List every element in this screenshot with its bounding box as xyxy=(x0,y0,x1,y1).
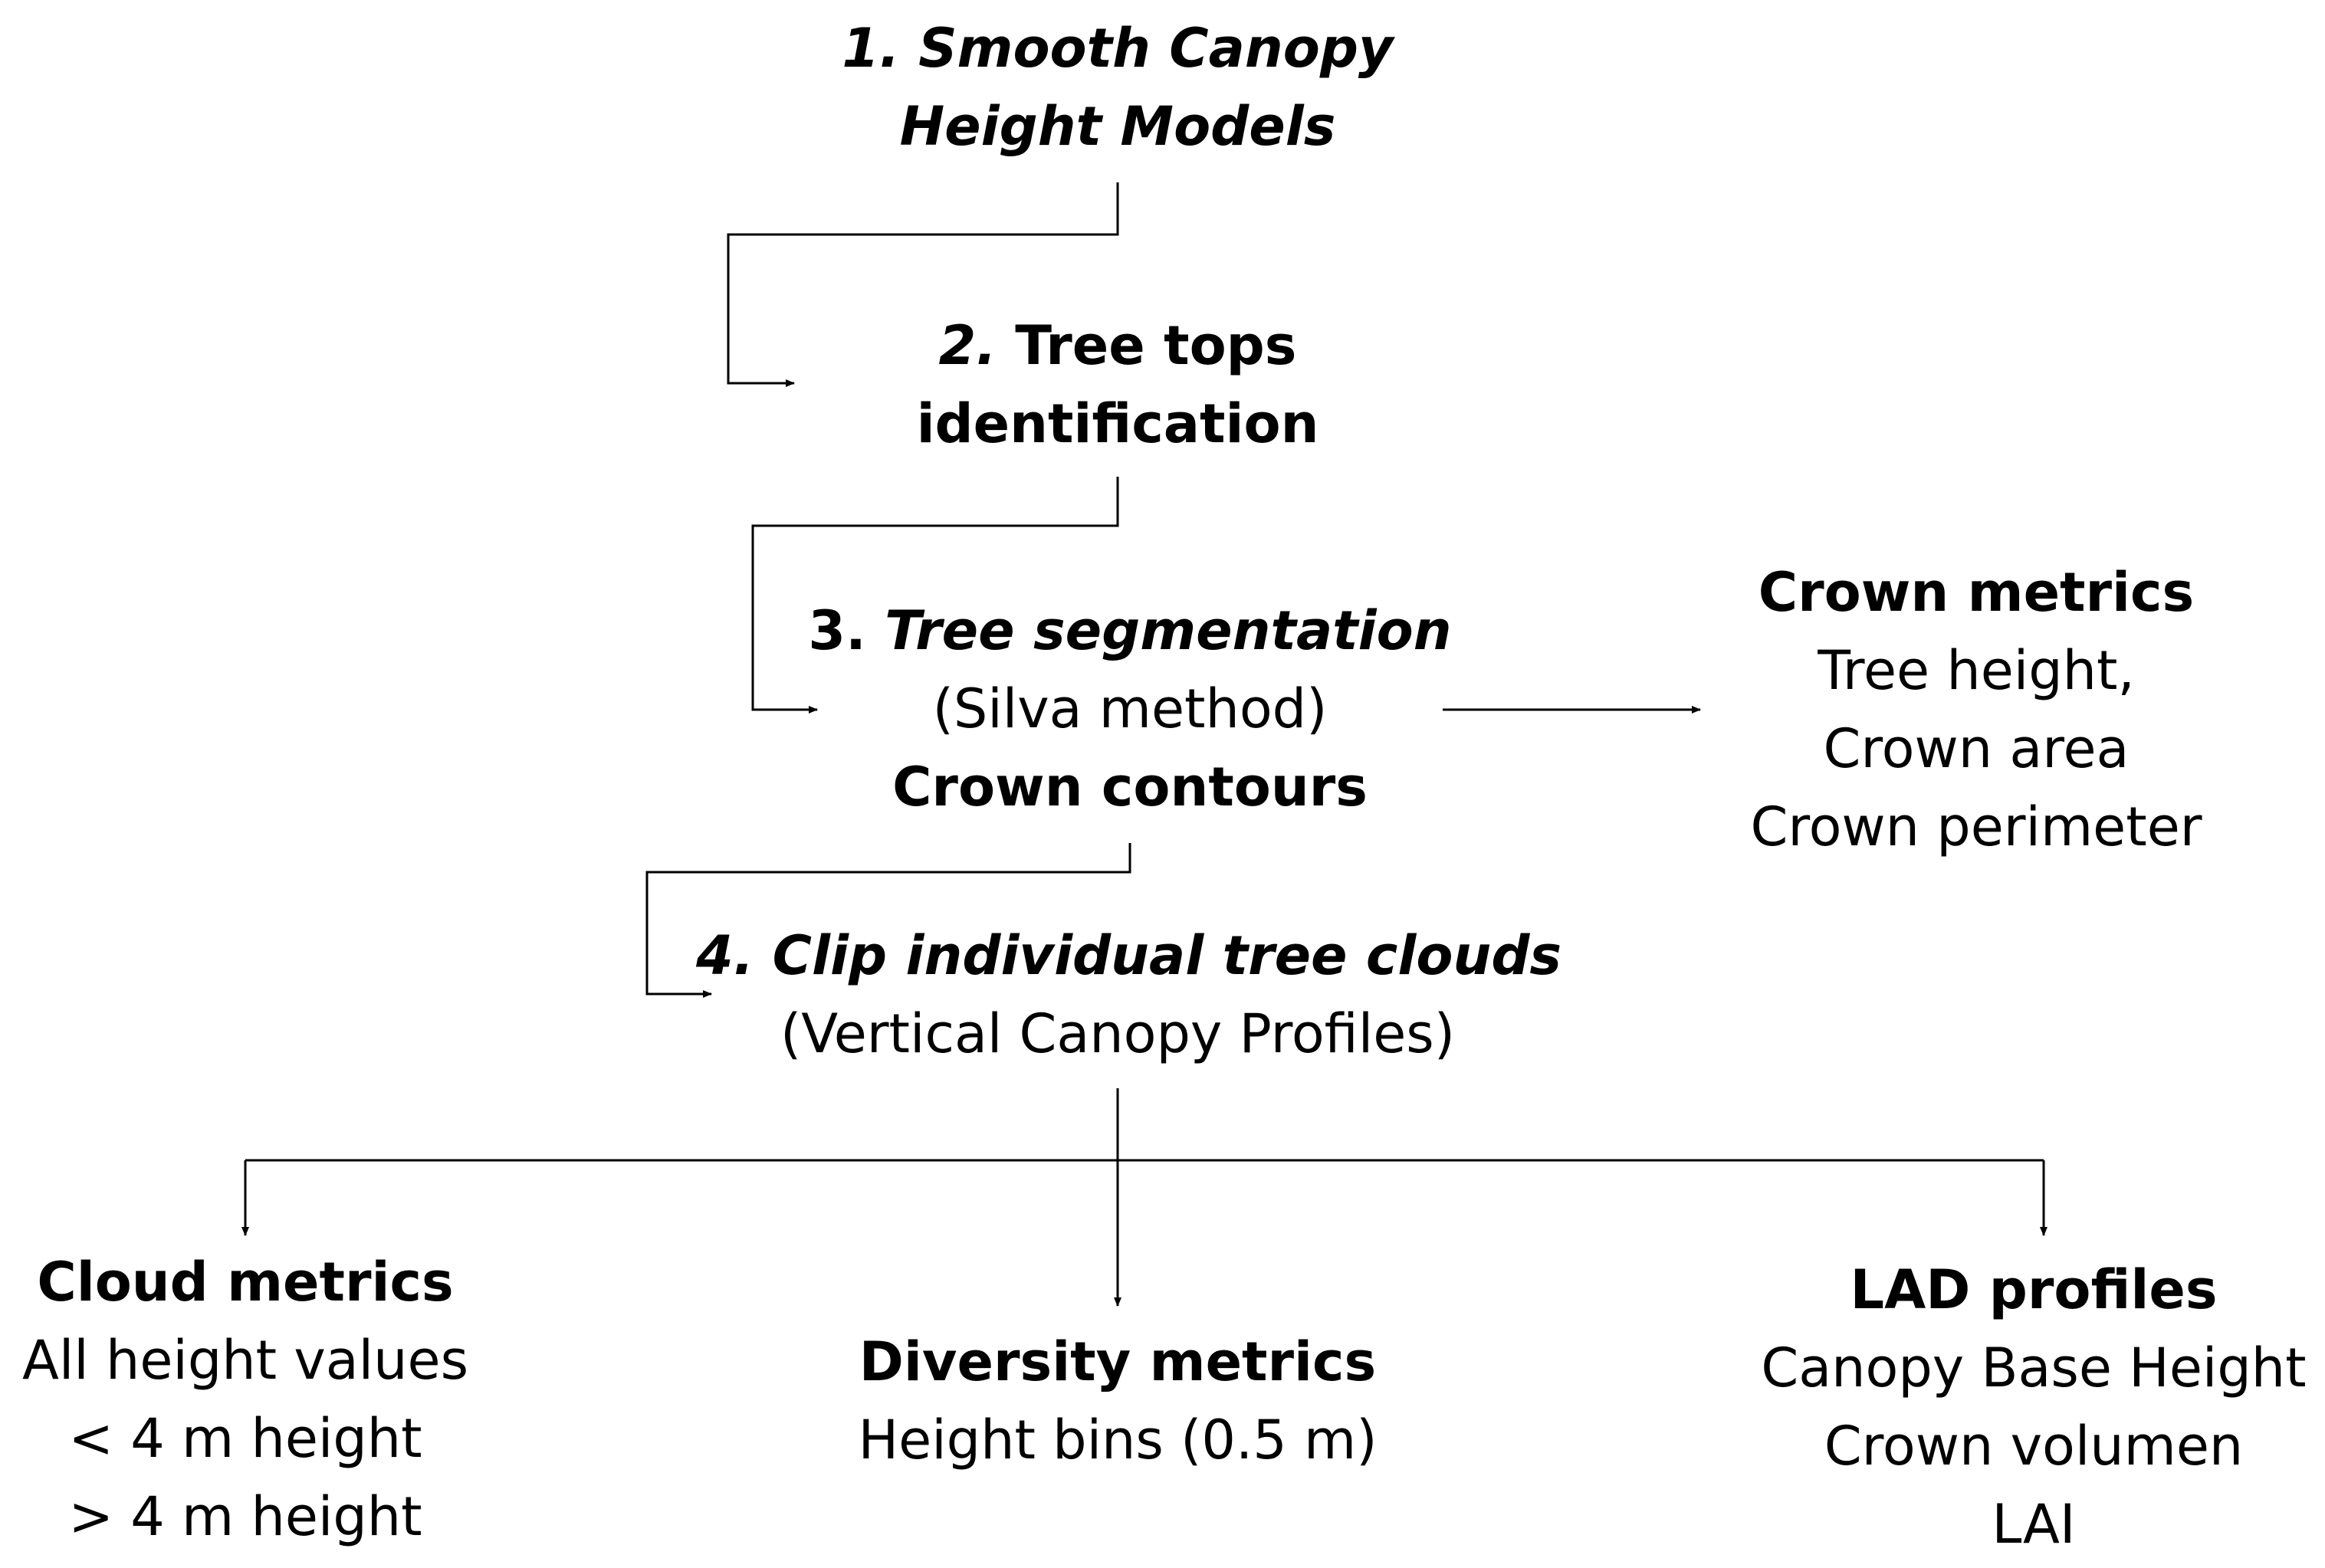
step-2-title-line2: identification xyxy=(916,392,1319,455)
lad-profiles-item: LAI xyxy=(1992,1493,2076,1556)
step-3-output: Crown contours xyxy=(892,756,1368,818)
cloud-metrics-item: > 4 m height xyxy=(68,1485,422,1548)
step-3-method: (Silva method) xyxy=(932,677,1328,740)
cloud-metrics-box: Cloud metrics All height values < 4 m he… xyxy=(8,1243,483,1556)
crown-metrics-item: Crown area xyxy=(1823,717,2130,780)
step-4-box: 4. Clip individual tree clouds (Vertical… xyxy=(696,917,1562,1073)
step-1-title-line2: Height Models xyxy=(899,95,1336,158)
diversity-metrics-item: Height bins (0.5 m) xyxy=(858,1409,1378,1471)
step-3-title-rest: Tree segmentation xyxy=(865,599,1452,662)
step-4-subtitle: (Vertical Canopy Profiles) xyxy=(780,1002,1456,1065)
step-1-title-line1: 1. Smooth Canopy xyxy=(842,17,1394,80)
step-2-box: 2. Tree tops identification xyxy=(811,307,1424,463)
connector-3-to-4 xyxy=(645,843,1131,998)
step-2-number: 2. xyxy=(938,314,997,377)
connector-1-to-2 xyxy=(727,182,1119,387)
step-3-box: 3. Tree segmentation (Silva method) Crow… xyxy=(785,592,1475,826)
step-1-box: 1. Smooth Canopy Height Models xyxy=(811,9,1424,166)
crown-metrics-item: Tree height, xyxy=(1818,639,2135,702)
crown-metrics-title: Crown metrics xyxy=(1758,561,2195,624)
lad-profiles-title: LAD profiles xyxy=(1850,1258,2218,1321)
step-2-title-rest: Tree tops xyxy=(996,314,1297,377)
step-3-number: 3. xyxy=(808,599,866,662)
step-4-title: 4. Clip individual tree clouds xyxy=(696,924,1562,987)
crown-metrics-box: Crown metrics Tree height, Crown area Cr… xyxy=(1662,553,2291,866)
diversity-metrics-box: Diversity metrics Height bins (0.5 m) xyxy=(811,1323,1424,1479)
cloud-metrics-item: All height values xyxy=(21,1329,469,1392)
lad-profiles-item: Canopy Base Height xyxy=(1761,1337,2307,1399)
step-2-title-line1: 2. Tree tops xyxy=(811,307,1424,385)
cloud-metrics-item: < 4 m height xyxy=(68,1407,422,1470)
lad-profiles-item: Crown volumen xyxy=(1824,1415,2244,1478)
connector-2-to-3 xyxy=(751,477,1119,713)
lad-profiles-box: LAD profiles Canopy Base Height Crown vo… xyxy=(1750,1251,2317,1563)
step-3-title: 3. Tree segmentation xyxy=(785,592,1475,670)
cloud-metrics-title: Cloud metrics xyxy=(37,1251,454,1314)
diversity-metrics-title: Diversity metrics xyxy=(859,1330,1377,1393)
crown-metrics-item: Crown perimeter xyxy=(1750,795,2202,858)
